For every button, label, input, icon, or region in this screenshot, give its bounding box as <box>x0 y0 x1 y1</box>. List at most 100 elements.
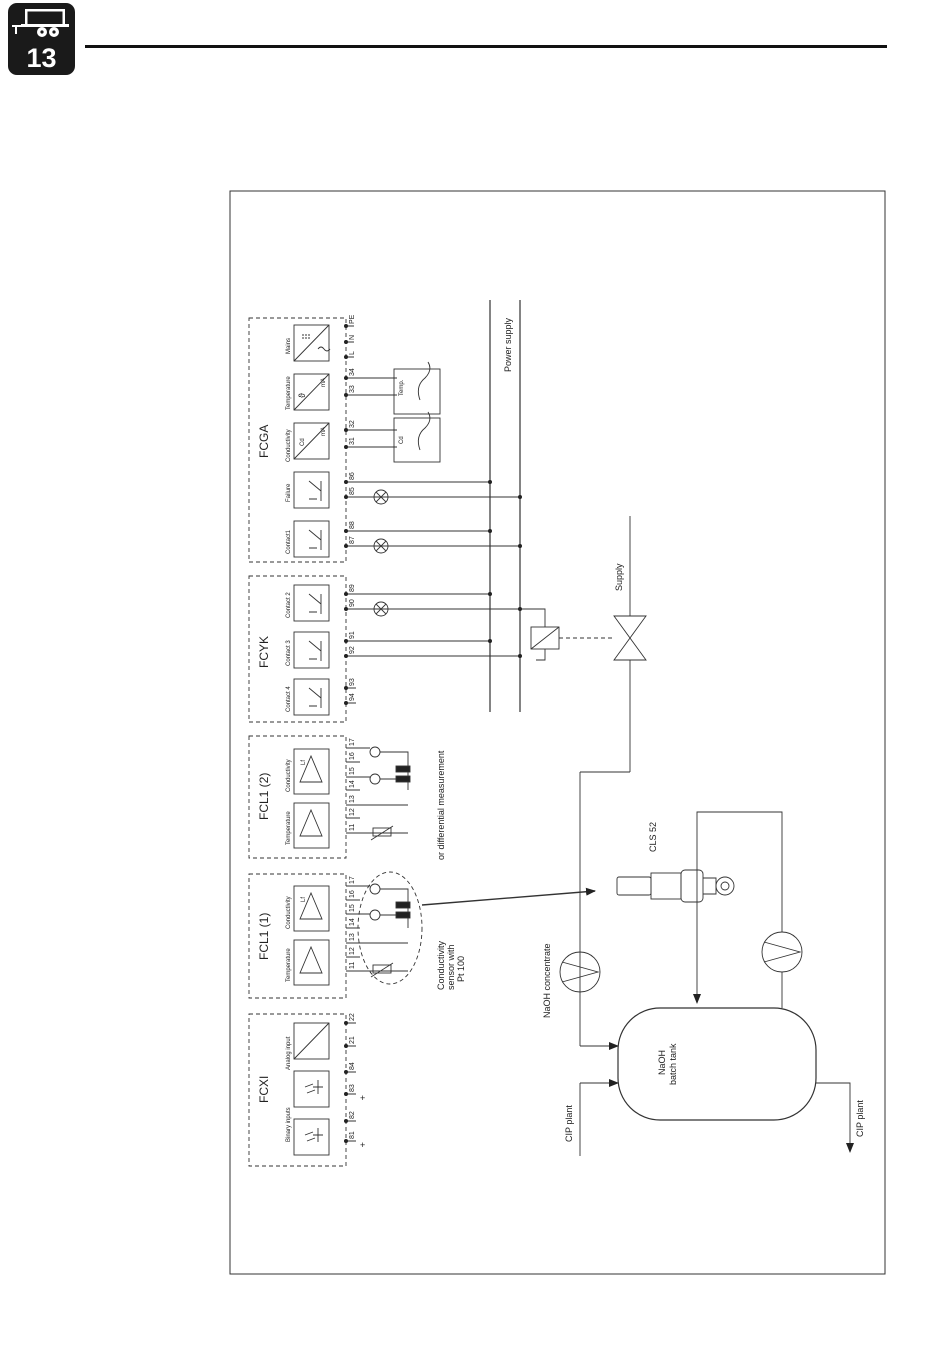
header-rule <box>85 45 887 48</box>
sensor-label-1: Conductivity <box>436 940 446 990</box>
terminal-fcl1-1-11: 11 <box>349 962 356 969</box>
fcl1-1-module <box>248 873 347 999</box>
concentrate-pump <box>559 951 601 993</box>
cip-plant-in-label: CIP plant <box>564 1105 574 1142</box>
terminal-fcl1-2-16: 16 <box>349 752 356 760</box>
fcga-cd: Cd <box>300 438 306 446</box>
chapter-number: 13 <box>26 43 57 73</box>
fcga-sub-contact1: Contact1 <box>286 529 292 554</box>
fcga-sub-temperature: Temperature <box>286 376 292 410</box>
cip-plant-out-label: CIP plant <box>855 1100 865 1137</box>
terminal-fcl1-2-15: 15 <box>349 767 356 775</box>
tank-label-1: NaOH <box>657 1050 667 1075</box>
fcxi-plus-2: + <box>360 1093 365 1103</box>
terminal-fcl1-1-17: 17 <box>349 876 356 884</box>
terminal-fcyk-93: 93 <box>349 678 356 686</box>
fcl1-2-lf: Lf <box>301 760 307 765</box>
terminal-fcga-86: 86 <box>349 472 356 480</box>
terminal-fcl1-2-13: 13 <box>349 795 356 803</box>
fcga-sub-failure: Failure <box>286 483 292 502</box>
terminal-fcga-32: 32 <box>349 420 356 428</box>
fcyk-title: FCYK <box>257 636 271 668</box>
naoh-concentrate-label: NaOH concentrate <box>542 943 552 1018</box>
terminal-fcl1-2-14: 14 <box>349 780 356 788</box>
terminal-fcga-L: L <box>349 351 356 355</box>
terminal-fcga-34: 34 <box>349 368 356 376</box>
fcga-ma-2: mA <box>321 378 327 387</box>
temp-box-label: Temp. <box>399 379 405 396</box>
sensor-ellipse <box>357 871 423 985</box>
terminal-fcyk-92: 92 <box>349 646 356 654</box>
supply-label: Supply <box>614 563 624 591</box>
fcxi-plus-1: + <box>360 1140 365 1150</box>
terminal-fcga-PE: PE <box>349 314 356 324</box>
terminal-fcl1-1-14: 14 <box>349 918 356 926</box>
lamp-failure <box>373 489 389 505</box>
terminal-fcxi-82: 82 <box>349 1111 356 1119</box>
terminal-fcyk-91: 91 <box>349 631 356 639</box>
terminal-fcl1-2-12: 12 <box>349 808 356 816</box>
fcxi-sub-binary: Binary inputs <box>286 1107 292 1142</box>
terminal-fcga-87: 87 <box>349 536 356 544</box>
or-differential-label: or differential measurement <box>436 750 446 860</box>
tank-label-2: batch tank <box>668 1043 678 1085</box>
fcl1-1-sub-temperature: Temperature <box>286 948 292 982</box>
fcyk-sub-contact4: Contact 4 <box>286 686 292 712</box>
fcxi-module <box>248 1013 347 1167</box>
lamp-contact2 <box>373 601 389 617</box>
terminal-fcl1-2-17: 17 <box>349 738 356 746</box>
terminal-fcyk-90: 90 <box>349 599 356 607</box>
terminal-fcxi-84: 84 <box>349 1062 356 1070</box>
terminal-fcl1-1-15: 15 <box>349 904 356 912</box>
fcl1-2-sub-temperature: Temperature <box>286 811 292 845</box>
lamp-contact1 <box>373 538 389 554</box>
cd-sensor-box <box>393 417 441 463</box>
cd-box-label: Cd <box>399 436 405 444</box>
fcl1-2-sub-conductivity: Conductivity <box>286 759 292 792</box>
fcyk-sub-contact2: Contact 2 <box>286 592 292 618</box>
naoh-batch-tank <box>617 1007 817 1121</box>
cls52-label: CLS 52 <box>648 822 658 852</box>
terminal-fcyk-89: 89 <box>349 584 356 592</box>
terminal-fcl1-1-16: 16 <box>349 890 356 898</box>
terminal-fcga-33: 33 <box>349 385 356 393</box>
terminal-fcga-N: N <box>349 335 356 340</box>
fcga-sub-conductivity: Conductivity <box>286 429 292 462</box>
terminal-fcl1-2-11: 11 <box>349 824 356 831</box>
terminal-fcga-31: 31 <box>349 437 356 445</box>
power-supply-label: Power supply <box>503 317 513 372</box>
fcl1-1-title: FCL1 (1) <box>257 913 271 960</box>
fcxi-sub-analog: Analog input <box>286 1036 292 1070</box>
supply-valve <box>613 615 647 661</box>
terminal-fcxi-21: 21 <box>349 1036 356 1044</box>
terminal-fcl1-1-13: 13 <box>349 933 356 941</box>
fcyk-module <box>248 575 347 723</box>
fcxi-title: FCXI <box>257 1076 271 1103</box>
trailer-icon <box>12 9 69 37</box>
fcga-sub-mains: Mains <box>286 338 292 354</box>
diagram-frame <box>229 190 886 1275</box>
terminal-fcxi-81: 81 <box>349 1131 356 1139</box>
fcl1-1-lf: Lf <box>301 897 307 902</box>
chapter-badge: 13 <box>8 3 75 75</box>
fcl1-2-module <box>248 735 347 859</box>
fcga-theta: ϑ <box>297 393 307 398</box>
sensor-label-3: Pt 100 <box>456 956 466 982</box>
cls52-sensor <box>616 869 735 903</box>
terminal-fcxi-83: 83 <box>349 1084 356 1092</box>
fcl1-1-sub-conductivity: Conductivity <box>286 896 292 929</box>
terminal-fcga-88: 88 <box>349 521 356 529</box>
temp-sensor-box <box>393 368 441 415</box>
terminal-fcxi-22: 22 <box>349 1013 356 1021</box>
fcyk-sub-contact3: Contact 3 <box>286 640 292 666</box>
terminal-fcga-85: 85 <box>349 487 356 495</box>
fcga-module <box>248 317 347 563</box>
circulation-pump <box>761 931 803 973</box>
terminal-fcl1-1-12: 12 <box>349 947 356 955</box>
fcl1-2-title: FCL1 (2) <box>257 773 271 820</box>
terminal-fcyk-94: 94 <box>349 693 356 701</box>
sensor-label-2: sensor with <box>446 944 456 990</box>
fcga-title: FCGA <box>257 425 271 458</box>
fcga-ma-1: mA <box>321 427 327 436</box>
